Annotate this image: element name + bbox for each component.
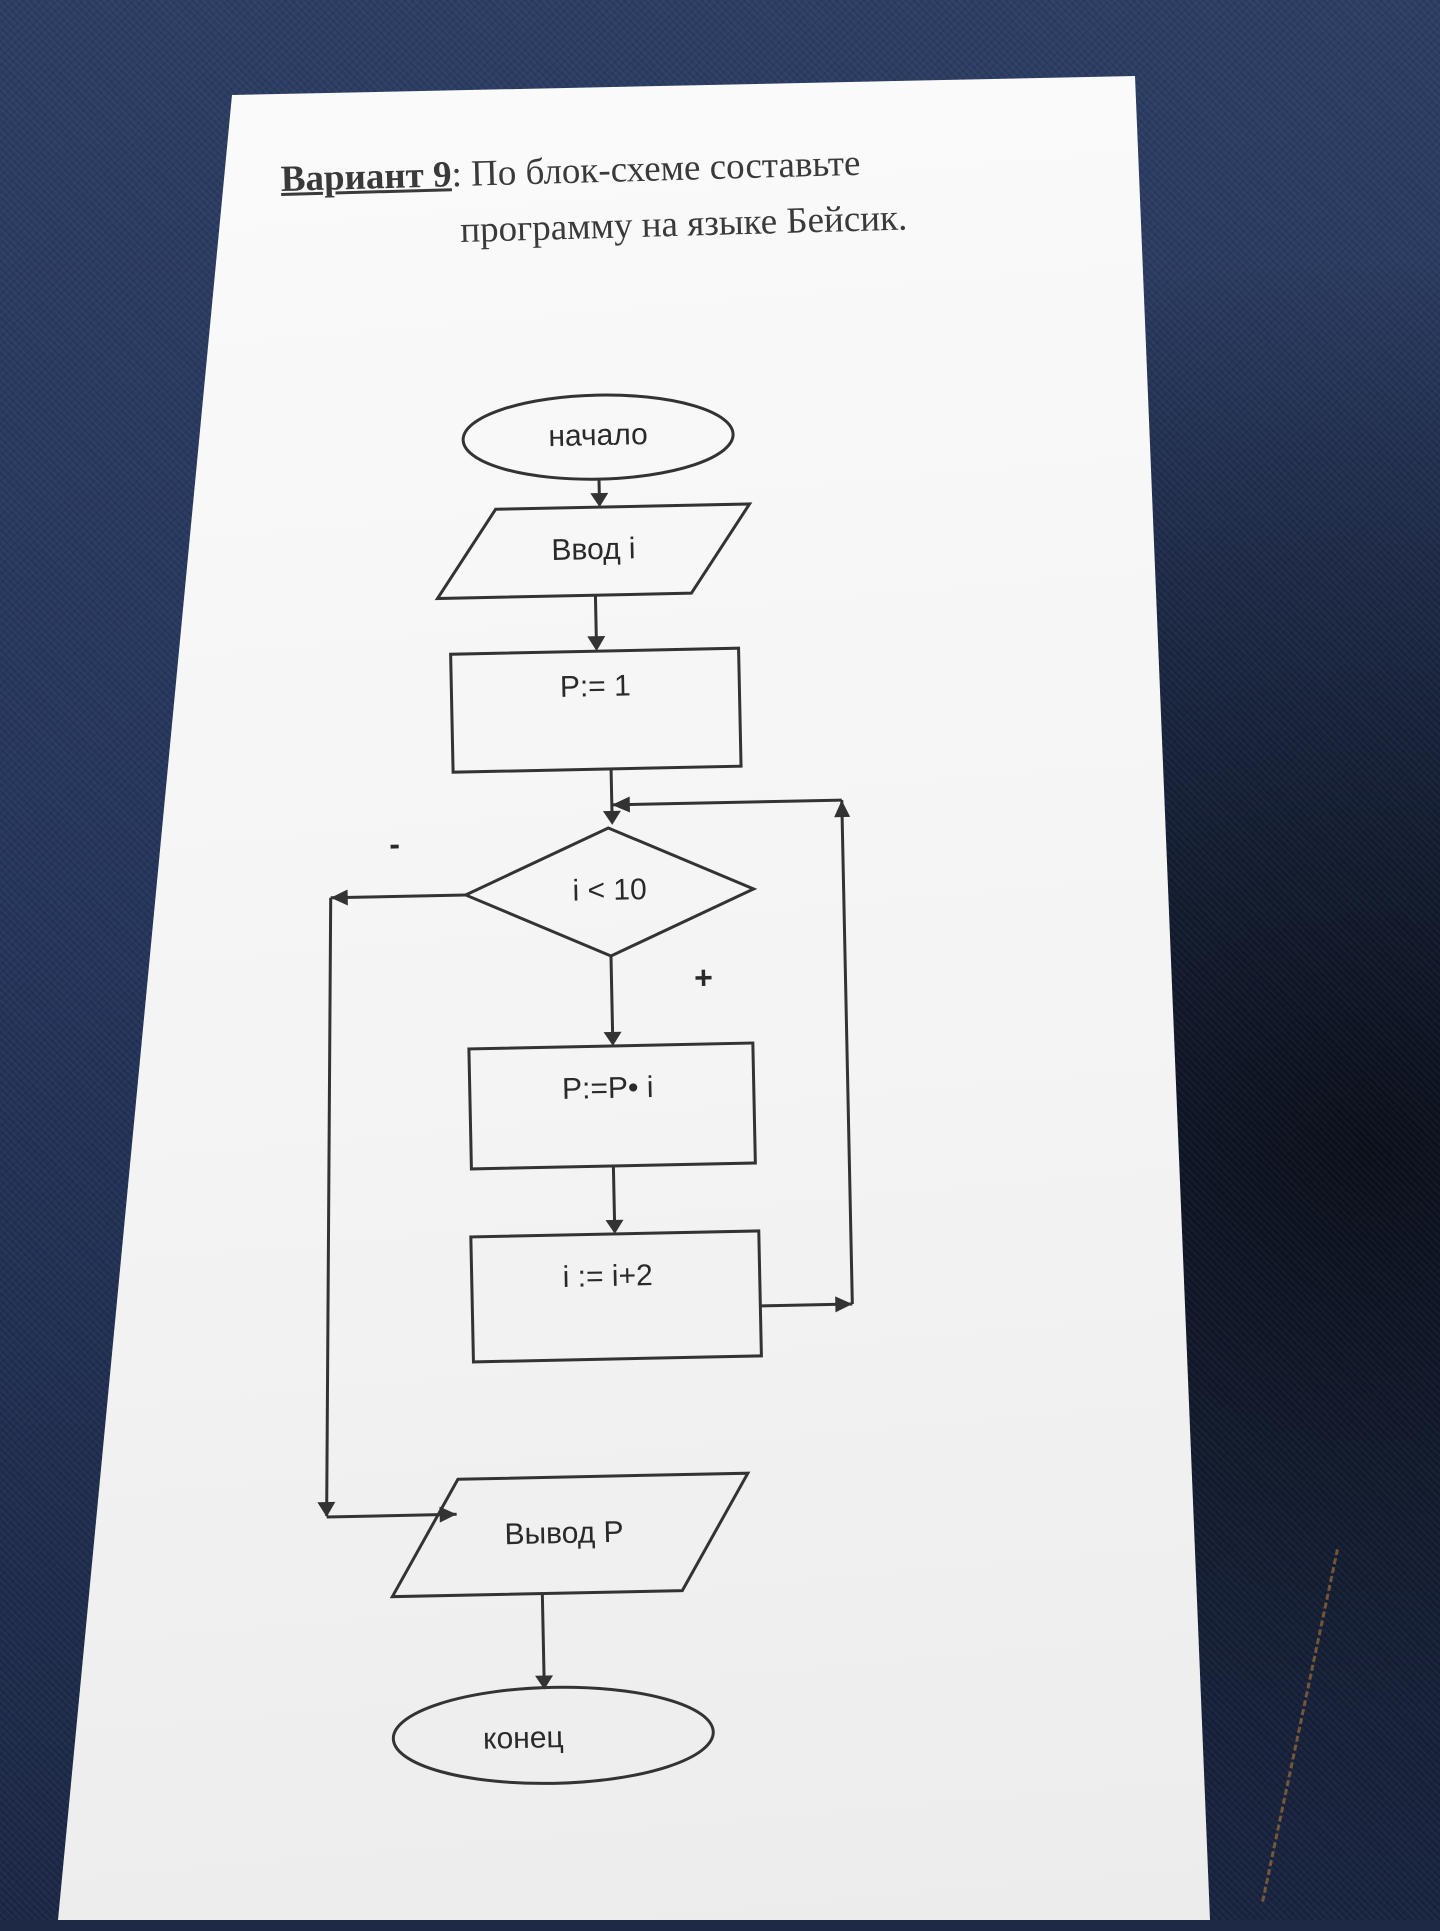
multiply-label: P:=P• i	[562, 1071, 654, 1106]
init-label: P:= 1	[560, 669, 632, 703]
arrowhead	[612, 797, 630, 813]
arrowhead	[587, 636, 605, 651]
arrow-output-end	[542, 1594, 544, 1680]
output-label: Вывод P	[504, 1516, 624, 1551]
start-label: начало	[548, 418, 648, 453]
arrowhead	[590, 493, 608, 507]
increment-block	[471, 1231, 762, 1362]
arrowhead	[606, 1220, 624, 1234]
no-branch-line	[331, 895, 466, 898]
arrowhead	[834, 800, 850, 817]
arrow-init-condition	[611, 769, 612, 815]
end-label: конец	[483, 1721, 564, 1756]
arrowhead	[603, 811, 621, 825]
no-branch-down-line	[314, 898, 344, 1516]
loop-return-line	[612, 800, 842, 805]
arrow-input-init	[595, 595, 596, 640]
arrowhead	[835, 1296, 852, 1312]
increment-label: i := i+2	[562, 1259, 653, 1294]
no-branch-sign: -	[389, 826, 400, 862]
init-block	[451, 648, 741, 772]
multiply-block	[469, 1043, 755, 1169]
arrowhead	[604, 1032, 622, 1046]
condition-label: i < 10	[572, 873, 647, 908]
loop-up-line	[842, 800, 853, 1304]
arrowhead	[331, 889, 348, 905]
yes-branch-sign: +	[694, 959, 713, 995]
arrow-condition-multiply	[611, 956, 613, 1036]
input-label: Ввод i	[551, 532, 636, 567]
arrowhead	[317, 1502, 335, 1517]
arrow-multiply-increment	[613, 1166, 614, 1224]
